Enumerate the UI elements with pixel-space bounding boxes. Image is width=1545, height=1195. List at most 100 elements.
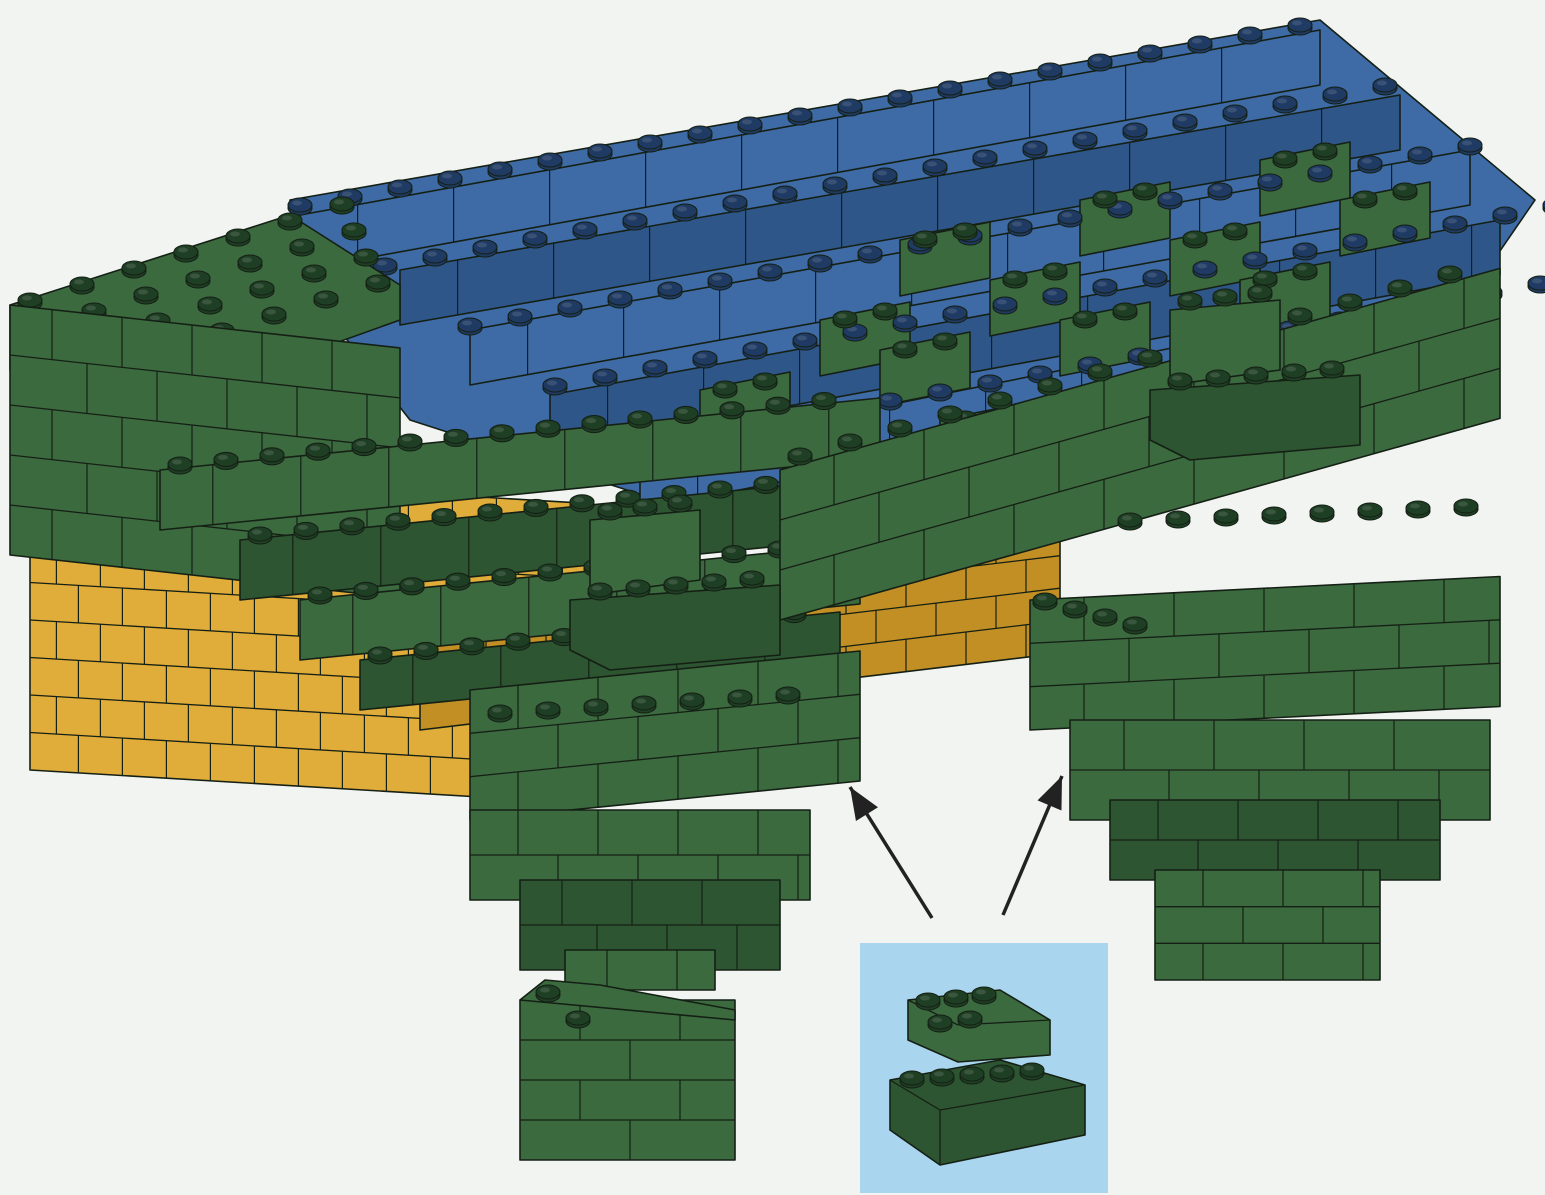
stud [260, 448, 284, 465]
stud [823, 177, 847, 194]
stud [340, 518, 364, 535]
stud-highlight [942, 409, 952, 414]
stud [668, 495, 692, 512]
stud [1293, 263, 1317, 280]
stud [308, 587, 332, 604]
stud [693, 351, 717, 368]
stud-highlight [528, 502, 538, 507]
stud [174, 245, 198, 262]
stud-highlight [190, 274, 200, 279]
stud-highlight [744, 574, 754, 579]
stud [893, 341, 917, 358]
stud-highlight [1397, 228, 1407, 233]
stud [423, 249, 447, 266]
stud [1206, 370, 1230, 387]
stud-highlight [138, 290, 148, 295]
stud [536, 985, 560, 1002]
stud [990, 1065, 1014, 1082]
stud-highlight [462, 321, 472, 326]
stud [444, 429, 468, 446]
stud-highlight [992, 395, 1002, 400]
stud-highlight [932, 387, 942, 392]
stud-highlight [630, 583, 640, 588]
stud [993, 297, 1017, 314]
stud [386, 513, 410, 530]
stud [1088, 54, 1112, 71]
stud-highlight [1227, 108, 1237, 113]
stud-highlight [1032, 369, 1042, 374]
stud-highlight [1137, 186, 1147, 191]
stud [543, 378, 567, 395]
stud [294, 522, 318, 539]
stud [508, 309, 532, 326]
stud-highlight [510, 636, 520, 641]
stud [893, 315, 917, 332]
stud-highlight [372, 650, 382, 655]
stud-highlight [570, 1014, 580, 1019]
stud [506, 633, 530, 650]
stud [972, 987, 996, 1004]
stud [1178, 293, 1202, 310]
stud [664, 577, 688, 594]
stud-highlight [1312, 168, 1322, 173]
stud [488, 162, 512, 179]
stud-highlight [450, 576, 460, 581]
stud [1388, 280, 1412, 297]
stud-highlight [1392, 283, 1402, 288]
stud [1008, 219, 1032, 236]
stud [978, 375, 1002, 392]
stud [973, 150, 997, 167]
stud-highlight [540, 705, 550, 710]
stud-highlight [282, 216, 292, 221]
stud-highlight [1362, 159, 1372, 164]
stud [1133, 183, 1157, 200]
stud-highlight [1412, 150, 1422, 155]
stud-highlight [1497, 210, 1507, 215]
left-pillar [470, 651, 860, 1160]
stud [588, 144, 612, 161]
stud-highlight [1212, 186, 1222, 191]
stud [1073, 311, 1097, 328]
stud [458, 318, 482, 335]
stud-highlight [1077, 135, 1087, 140]
stud-highlight [777, 189, 787, 194]
stud-highlight [1292, 21, 1302, 26]
stud [538, 153, 562, 170]
stud-highlight [976, 990, 986, 995]
stud [238, 255, 262, 272]
stud [524, 499, 548, 516]
stud-highlight [547, 381, 557, 386]
stud [352, 439, 376, 456]
stud [1288, 18, 1312, 35]
stud [1262, 507, 1286, 524]
stud [588, 583, 612, 600]
stud-highlight [678, 409, 688, 414]
stud-highlight [252, 530, 262, 535]
stud-highlight [1097, 194, 1107, 199]
stud-highlight [1037, 596, 1047, 601]
stud-highlight [1362, 506, 1372, 511]
stud-highlight [762, 267, 772, 272]
stud-highlight [172, 460, 182, 465]
stepped-brick-bottom [1150, 361, 1360, 460]
stud-highlight [230, 232, 240, 237]
stud [960, 1067, 984, 1084]
stud [1183, 231, 1207, 248]
stud [290, 239, 314, 256]
pillar-right-upper-face [1030, 577, 1500, 731]
stepped-brick-bottom [570, 571, 780, 670]
stud [1282, 364, 1306, 381]
stud-highlight [1462, 141, 1472, 146]
stud-highlight [74, 280, 84, 285]
stud [1353, 191, 1377, 208]
stud-highlight [1067, 604, 1077, 609]
stud-highlight [1092, 367, 1102, 372]
stud-top [524, 499, 548, 513]
stud-highlight [1142, 48, 1152, 53]
stud [134, 287, 158, 304]
stud [198, 297, 222, 314]
stud-highlight [1292, 311, 1302, 316]
stud [944, 990, 968, 1007]
stud-highlight [1227, 226, 1237, 231]
stud-highlight [540, 988, 550, 993]
